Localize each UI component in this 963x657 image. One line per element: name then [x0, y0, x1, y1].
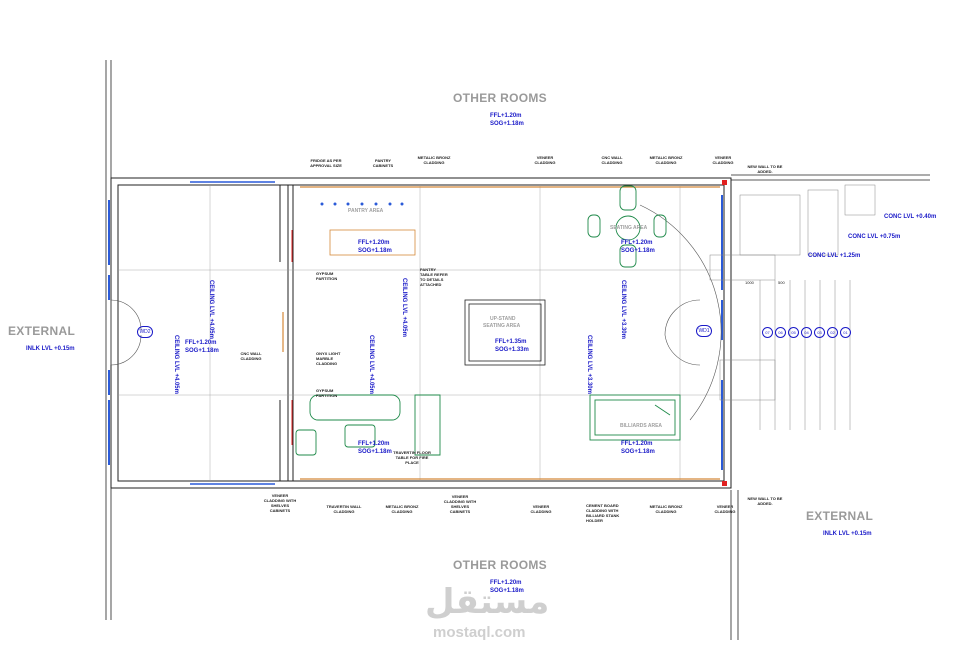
green-furniture — [295, 185, 681, 456]
level-lounge-ffl: FFL+1.20m — [358, 441, 390, 447]
note-pantry-table: PANTRY TABLE REFER TO DETAILS ATTACHED — [420, 267, 448, 287]
note-cement-board: CEMENT BOARD CLADDING WITH BILLIARD STAN… — [586, 503, 620, 523]
stair-step-tag: 04 — [801, 327, 812, 338]
level-pantry-sog: SOG+1.18m — [358, 248, 392, 254]
watermark-arabic: مستقل — [425, 582, 550, 622]
note-metalic-bronze-top: METALIC BRONZ CLADDING — [417, 155, 451, 165]
tag-wd1: WD1 — [696, 325, 712, 337]
note-metalic-bronze-bottom2: METALIC BRONZ CLADDING — [649, 504, 683, 514]
level-upstand-ffl: FFL+1.35m — [495, 339, 527, 345]
level-ceiling-left-top: CEILING LVL +4.05m — [208, 280, 214, 339]
level-ceiling-seating: CEILING LVL +3.30m — [620, 280, 626, 339]
level-inlk-right: INLK LVL +0.15m — [823, 531, 872, 537]
note-metalic-bronze-top2: METALIC BRONZ CLADDING — [649, 155, 683, 165]
level-conc-125: CONC LVL +1.25m — [808, 253, 861, 259]
label-upstand-title: UP-STAND — [490, 316, 516, 322]
level-seating-sog: SOG+1.18m — [621, 248, 655, 254]
level-bottom-sog: SOG+1.18m — [490, 588, 524, 594]
level-ceiling-lounge: CEILING LVL +4.05m — [368, 335, 374, 394]
level-left-ffl: FFL+1.20m — [185, 340, 217, 346]
cladding-lines — [282, 186, 720, 480]
label-external-right: EXTERNAL — [806, 509, 874, 523]
label-seating-area: SEATING AREA — [610, 225, 648, 231]
stairs — [709, 184, 876, 430]
level-pantry-ffl: FFL+1.20m — [358, 240, 390, 246]
stair-dim: 1000 — [745, 280, 754, 285]
stair-step-tag: 02 — [827, 327, 838, 338]
stair-step-tag: 07 — [762, 327, 773, 338]
note-veneer-bottom2: VENEER CLADDING — [714, 504, 736, 514]
level-lounge-sog: SOG+1.18m — [358, 449, 392, 455]
note-fridge: FRIDGE AS PER APPROVAL SIZE — [310, 158, 342, 168]
note-cnc-wall-left: CNC WALL CLADDING — [240, 351, 262, 361]
level-inlk-left: INLK LVL +0.15m — [26, 346, 75, 352]
level-ceiling-left-mid: CEILING LVL +4.05m — [173, 335, 179, 394]
upstand-box — [464, 299, 546, 366]
level-ceiling-pantry: CEILING LVL +4.05m — [401, 278, 407, 337]
note-metalic-bronze-bottom: METALIC BRONZ CLADDING — [385, 504, 419, 514]
note-veneer-top2: VENEER CLADDING — [712, 155, 734, 165]
pantry-dots — [320, 202, 404, 206]
tread-dim: 500 — [778, 280, 785, 285]
level-bottom-ffl: FFL+1.20m — [490, 580, 522, 586]
note-veneer-bottom: VENEER CLADDING — [530, 504, 552, 514]
note-travertin-wall: TRAVERTIN WALL CLADDING — [326, 504, 362, 514]
label-upstand-subtitle: SEATING AREA — [483, 323, 521, 329]
note-veneer-top: VENEER CLADDING — [534, 155, 556, 165]
door-left — [110, 299, 142, 366]
level-upstand-sog: SOG+1.33m — [495, 347, 529, 353]
note-cnc-wall-top: CNC WALL CLADDING — [601, 155, 623, 165]
note-travertin-fire: TRAVERTIN FLOOR TABLE FOR FIRE PLACE — [393, 450, 431, 465]
level-seating-ffl: FFL+1.20m — [621, 240, 653, 246]
note-gypsum-bottom: GYPSUM PARTITION — [316, 388, 338, 398]
tag-wd2: WD2 — [137, 326, 153, 338]
stair-step-tag: 06 — [775, 327, 786, 338]
boundary-lines — [105, 60, 930, 640]
level-billiards-ffl: FFL+1.20m — [621, 441, 653, 447]
stair-step-tag: 05 — [788, 327, 799, 338]
label-pantry-area: PANTRY AREA — [348, 208, 384, 214]
watermark-latin: mostaql.com — [433, 624, 526, 641]
stair-step-tag: 03 — [814, 327, 825, 338]
level-top-sog: SOG+1.18m — [490, 121, 524, 127]
label-other-rooms-bottom: OTHER ROOMS — [453, 558, 547, 572]
note-veneer-shelves-1: VENEER CLADDING WITH SHELVES CABINETS — [263, 493, 297, 513]
door-right — [639, 204, 722, 421]
stair-step-tag: 01 — [840, 327, 851, 338]
label-other-rooms-top: OTHER ROOMS — [453, 91, 547, 105]
level-top-ffl: FFL+1.20m — [490, 113, 522, 119]
windows-top-bottom — [190, 181, 275, 485]
note-gypsum-top: GYPSUM PARTITION — [316, 271, 338, 281]
red-markers — [722, 180, 727, 486]
note-new-wall-top: NEW WALL TO BE ADDED. — [747, 164, 783, 174]
note-new-wall-bottom: NEW WALL TO BE ADDED. — [747, 496, 783, 506]
level-left-sog: SOG+1.18m — [185, 348, 219, 354]
level-billiards-sog: SOG+1.18m — [621, 449, 655, 455]
note-veneer-shelves-2: VENEER CLADDING WITH SHELVES CABINETS — [443, 494, 477, 514]
level-ceiling-billiards: CEILING LVL +3.30m — [586, 335, 592, 394]
level-conc-075: CONC LVL +0.75m — [848, 234, 901, 240]
note-onyx: ONYX LIGHT MARBLE CLADDING — [316, 351, 341, 366]
note-pantry-cabinets: PANTRY CABINETS — [372, 158, 394, 168]
label-billiards-area: BILLIARDS AREA — [620, 423, 663, 429]
pantry-furniture — [329, 229, 416, 256]
label-external-left: EXTERNAL — [8, 324, 76, 338]
level-conc-040: CONC LVL +0.40m — [884, 214, 937, 220]
